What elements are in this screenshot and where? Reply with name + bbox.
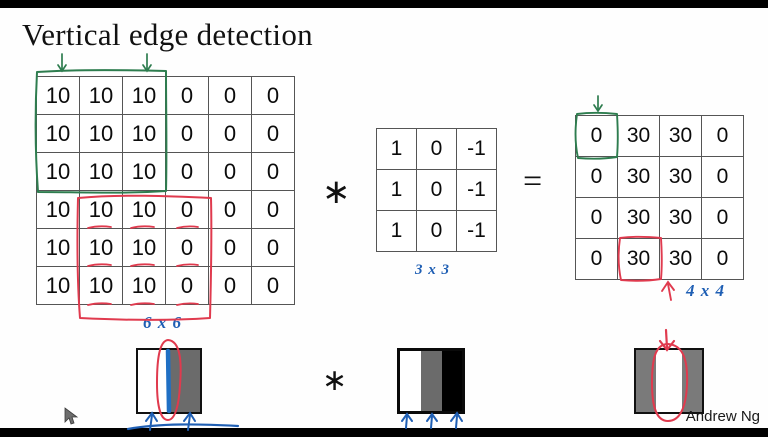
output-matrix-cell: 0 <box>576 239 618 280</box>
bottom-black-bar <box>0 428 768 437</box>
input-matrix-cell: 0 <box>166 77 209 115</box>
input-matrix-cell: 0 <box>252 229 295 267</box>
filter-image-strip-stripe <box>400 351 422 411</box>
input-matrix-cell: 0 <box>209 229 252 267</box>
input-matrix-cell: 0 <box>252 267 295 305</box>
output-image-strip-stripe <box>656 350 682 412</box>
input-matrix-cell: 0 <box>252 153 295 191</box>
input-matrix-cell: 10 <box>37 267 80 305</box>
input-matrix-cell: 10 <box>123 115 166 153</box>
blue-arrow-icon-mid-3 <box>450 411 463 429</box>
input-matrix-cell: 10 <box>123 229 166 267</box>
input-matrix-cell: 10 <box>80 77 123 115</box>
input-image-strip <box>136 348 202 414</box>
output-matrix-cell: 30 <box>660 116 702 157</box>
green-arrow-icon-1 <box>57 53 67 73</box>
input-matrix-cell: 10 <box>37 115 80 153</box>
input-size-label: 6 x 6 <box>143 313 182 332</box>
output-matrix-cell: 30 <box>660 157 702 198</box>
output-image-strip <box>634 348 704 414</box>
kernel-matrix-cell: 0 <box>417 211 457 252</box>
input-matrix-cell: 0 <box>252 191 295 229</box>
input-matrix-cell: 10 <box>80 229 123 267</box>
page-title: Vertical edge detection <box>22 17 313 52</box>
input-matrix-cell: 10 <box>80 267 123 305</box>
input-matrix-cell: 10 <box>123 153 166 191</box>
output-matrix-cell: 30 <box>618 198 660 239</box>
green-arrow-icon-output <box>593 95 603 113</box>
input-matrix-cell: 0 <box>166 229 209 267</box>
input-matrix-cell: 0 <box>166 153 209 191</box>
kernel-matrix-cell: -1 <box>457 211 497 252</box>
kernel-matrix-cell: 1 <box>377 170 417 211</box>
input-matrix-cell: 0 <box>209 191 252 229</box>
input-matrix-cell: 0 <box>209 77 252 115</box>
filter-image-strip-stripe <box>421 351 442 411</box>
kernel-matrix-cell: -1 <box>457 129 497 170</box>
input-matrix-cell: 10 <box>80 191 123 229</box>
output-matrix-cell: 0 <box>576 116 618 157</box>
output-matrix-cell: 0 <box>702 157 744 198</box>
input-matrix-cell: 10 <box>37 191 80 229</box>
output-image-strip-stripe <box>681 350 702 412</box>
kernel-matrix-cell: -1 <box>457 170 497 211</box>
output-matrix-cell: 30 <box>660 198 702 239</box>
kernel-size-label: 3 x 3 <box>415 262 450 278</box>
input-matrix-cell: 0 <box>209 115 252 153</box>
input-image-strip-stripe <box>167 350 200 412</box>
output-matrix-cell: 0 <box>702 239 744 280</box>
convolution-operator: ∗ <box>322 174 351 211</box>
input-matrix-cell: 10 <box>123 191 166 229</box>
filter-image-strip <box>397 348 465 414</box>
blue-arrow-icon-mid-1 <box>401 412 413 429</box>
kernel-matrix-cell: 0 <box>417 129 457 170</box>
kernel-matrix-cell: 0 <box>417 170 457 211</box>
kernel-matrix-cell: 1 <box>377 211 417 252</box>
input-matrix-cell: 10 <box>37 153 80 191</box>
input-image-strip-stripe <box>138 350 168 412</box>
input-matrix-cell: 0 <box>209 153 252 191</box>
output-size-label: 4 x 4 <box>686 281 725 300</box>
green-arrow-icon-2 <box>142 53 152 73</box>
input-matrix-cell: 10 <box>123 77 166 115</box>
mouse-cursor-icon <box>64 407 79 425</box>
equals-operator: = <box>523 163 543 200</box>
input-matrix-cell: 0 <box>166 115 209 153</box>
convolution-operator-bottom: ∗ <box>322 364 348 397</box>
top-black-bar <box>0 0 768 8</box>
input-matrix-cell: 0 <box>209 267 252 305</box>
input-matrix-cell: 10 <box>37 77 80 115</box>
input-matrix-cell: 0 <box>166 191 209 229</box>
input-matrix-cell: 10 <box>123 267 166 305</box>
input-matrix-cell: 0 <box>252 115 295 153</box>
output-matrix-cell: 0 <box>702 198 744 239</box>
output-matrix-cell: 0 <box>702 116 744 157</box>
output-image-strip-stripe <box>636 350 657 412</box>
input-matrix-cell: 10 <box>80 115 123 153</box>
blue-arrow-icon-mid-2 <box>426 412 438 429</box>
output-matrix-cell: 0 <box>576 157 618 198</box>
output-matrix-cell: 30 <box>618 239 660 280</box>
input-matrix-cell: 10 <box>80 153 123 191</box>
input-matrix-cell: 0 <box>252 77 295 115</box>
output-matrix-cell: 30 <box>660 239 702 280</box>
input-matrix-cell: 0 <box>166 267 209 305</box>
red-arrow-icon-output <box>661 280 675 301</box>
kernel-matrix-cell: 1 <box>377 129 417 170</box>
filter-image-strip-stripe <box>441 351 462 411</box>
output-matrix-cell: 30 <box>618 157 660 198</box>
red-arrow-icon-right-image <box>658 328 676 352</box>
output-matrix-cell: 30 <box>618 116 660 157</box>
input-matrix-cell: 10 <box>37 229 80 267</box>
output-matrix-cell: 0 <box>576 198 618 239</box>
author-credit: Andrew Ng <box>685 408 760 425</box>
